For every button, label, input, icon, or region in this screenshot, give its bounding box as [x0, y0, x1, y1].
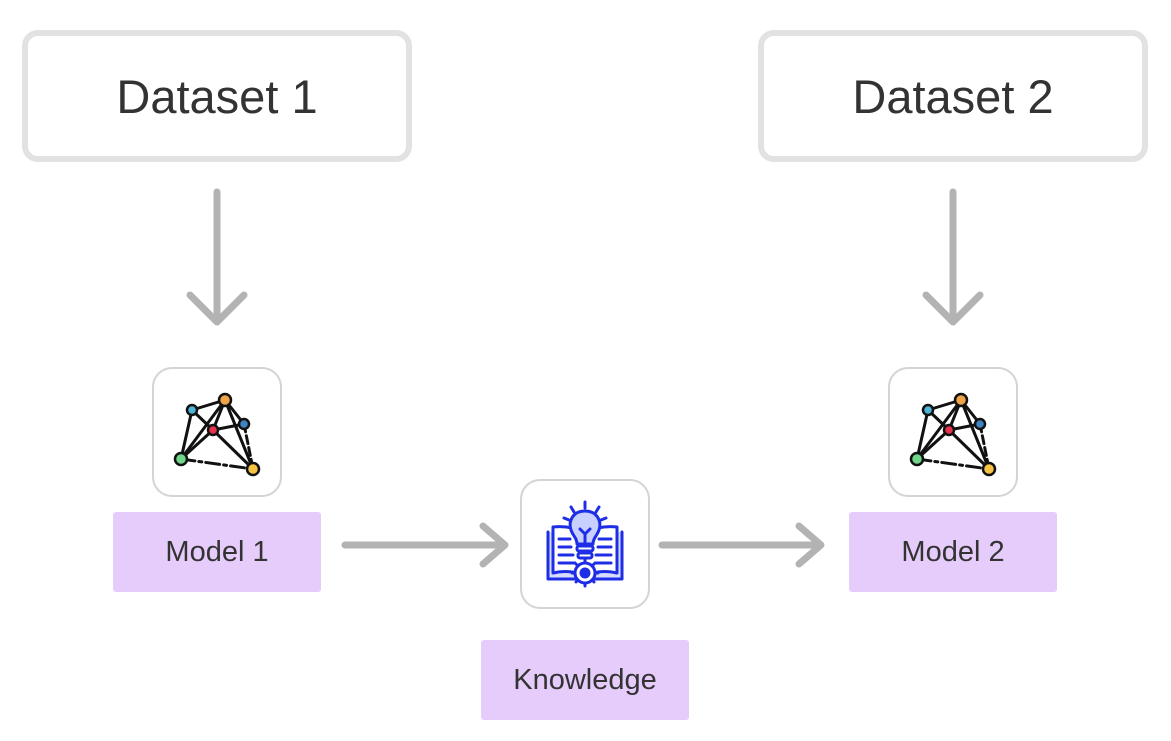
- knowledge-label: Knowledge: [513, 663, 657, 696]
- neural-network-icon: [173, 392, 261, 477]
- arrow-knowledge-to-model2: [658, 522, 825, 568]
- dataset-1-box: Dataset 1: [22, 30, 412, 162]
- knowledge-icon-tile: [520, 479, 650, 609]
- model-1-label-box: Model 1: [113, 512, 321, 592]
- knowledge-label-box: Knowledge: [481, 640, 689, 720]
- model-1-label: Model 1: [165, 535, 269, 568]
- arrow-dataset1-to-model1: [186, 188, 248, 326]
- knowledge-book-icon: [546, 500, 624, 588]
- neural-network-icon: [909, 392, 997, 477]
- model-2-label: Model 2: [901, 535, 1005, 568]
- dataset-1-label: Dataset 1: [116, 69, 318, 123]
- model-2-icon-tile: [888, 367, 1018, 497]
- dataset-2-label: Dataset 2: [852, 69, 1054, 123]
- dataset-2-box: Dataset 2: [758, 30, 1148, 162]
- arrow-dataset2-to-model2: [922, 188, 984, 326]
- model-2-label-box: Model 2: [849, 512, 1057, 592]
- model-1-icon-tile: [152, 367, 282, 497]
- arrow-model1-to-knowledge: [341, 522, 509, 568]
